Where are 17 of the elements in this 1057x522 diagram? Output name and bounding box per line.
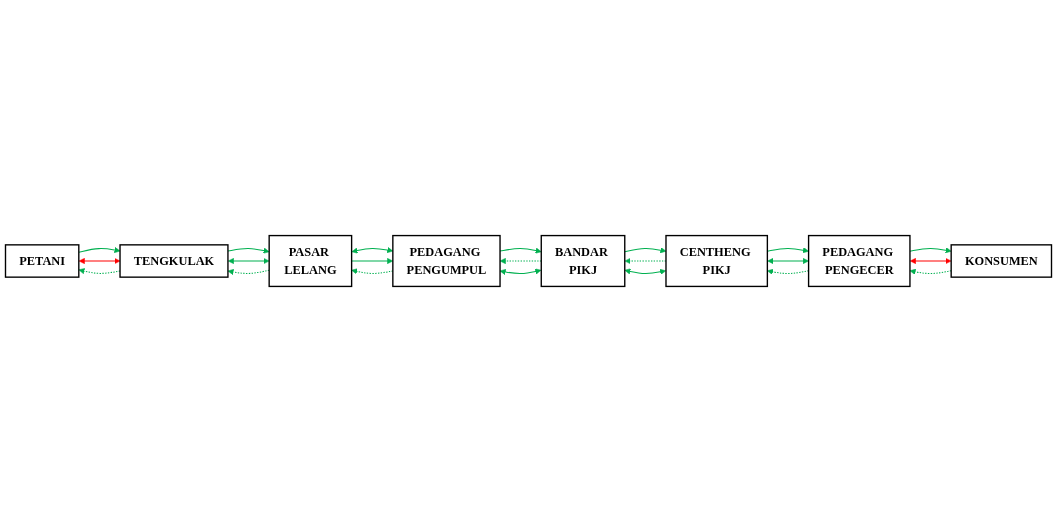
node-box: BANDAR PIKJ — [540, 234, 626, 288]
node-box: PEDAGANG PENGUMPUL — [392, 234, 501, 288]
arrow — [624, 268, 666, 275]
node-box: CENTHENG PIKJ — [665, 234, 769, 288]
node-box: TENGKULAK — [119, 244, 229, 278]
node-box: PASAR LELANG — [268, 234, 353, 288]
arrow — [78, 247, 121, 254]
arrow — [909, 258, 952, 264]
arrow — [909, 268, 952, 275]
arrow — [227, 247, 270, 254]
node-box: KONSUMEN — [950, 244, 1053, 278]
arrow — [227, 258, 270, 264]
arrow — [909, 247, 952, 254]
arrow — [78, 258, 121, 264]
node-box: PETANI — [4, 244, 80, 278]
arrow — [767, 258, 809, 264]
node-box: PEDAGANG PENGECER — [807, 234, 911, 288]
